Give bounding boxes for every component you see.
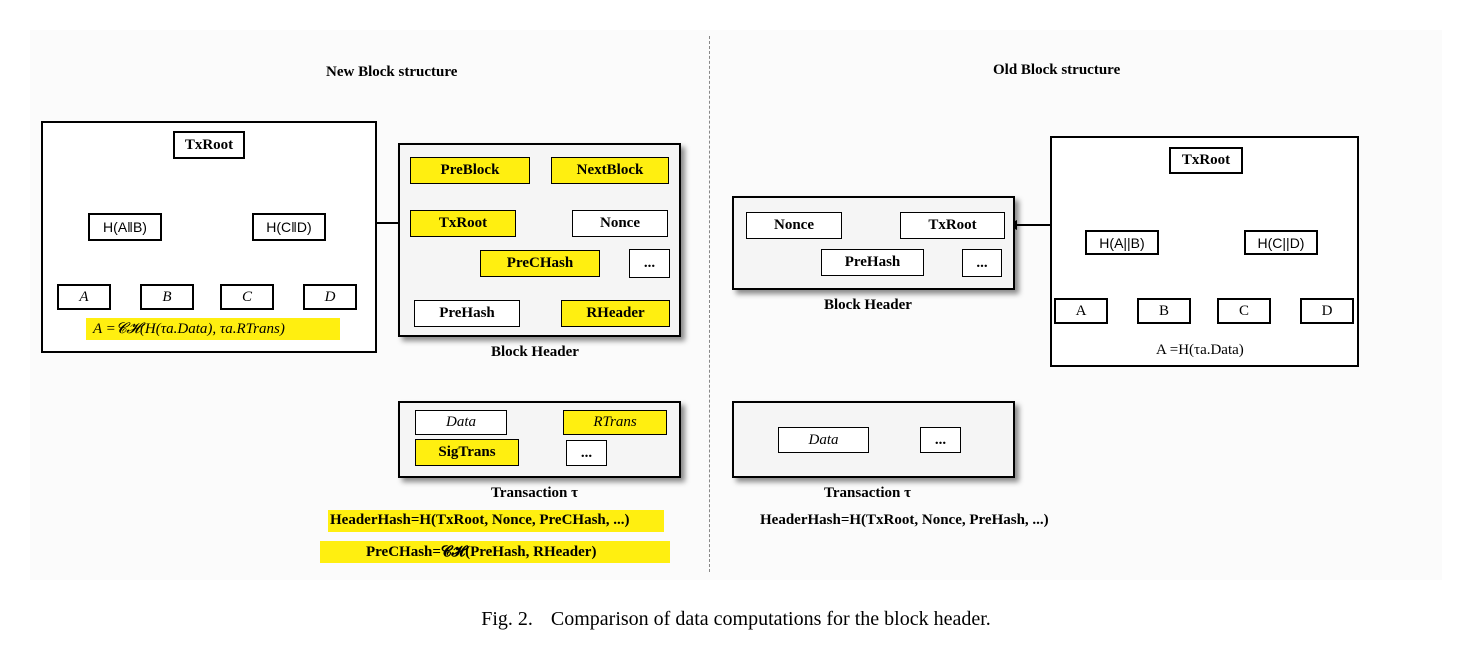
new-header-ellipsis: ...	[629, 249, 670, 278]
figure-number: Fig. 2.	[481, 608, 533, 630]
new-headerhash-formula: HeaderHash=H(TxRoot, Nonce, PreCHash, ..…	[330, 512, 630, 528]
new-header-preblock: PreBlock	[410, 157, 530, 184]
new-tree-leaf-c: C	[220, 284, 274, 310]
new-header-nextblock: NextBlock	[551, 157, 669, 184]
old-tree-leaf-a: A	[1054, 298, 1108, 324]
old-tree-root: TxRoot	[1169, 147, 1243, 174]
new-header-nonce: Nonce	[572, 210, 668, 237]
new-tree-root: TxRoot	[173, 131, 245, 159]
new-tree-formula: A =𝓒𝓗(H(τa.Data), τa.RTrans)	[93, 321, 285, 337]
new-transaction-label: Transaction τ	[491, 485, 579, 501]
old-tree-leaf-c: C	[1217, 298, 1271, 324]
new-tx-ellipsis: ...	[566, 440, 607, 466]
new-block-header-label: Block Header	[491, 344, 579, 360]
old-tree-leaf-d: D	[1300, 298, 1354, 324]
old-transaction-frame	[732, 401, 1015, 478]
new-tree-leaf-a: A	[57, 284, 111, 310]
new-tree-formula-highlight	[86, 318, 340, 340]
old-header-txroot: TxRoot	[900, 212, 1005, 239]
old-headerhash-formula: HeaderHash=H(TxRoot, Nonce, PreHash, ...…	[760, 512, 1049, 528]
new-tx-rtrans: RTrans	[563, 410, 667, 435]
old-header-prehash: PreHash	[821, 249, 924, 276]
new-header-prechash: PreCHash	[480, 250, 600, 277]
old-tree-leaf-b: B	[1137, 298, 1191, 324]
figure-caption: Fig. 2. Comparison of data computations f…	[0, 608, 1472, 631]
new-prechash-formula: PreCHash=𝓒𝓗(PreHash, RHeader)	[366, 544, 597, 560]
old-block-title: Old Block structure	[993, 62, 1121, 78]
old-tree-formula: A =H(τa.Data)	[1156, 342, 1244, 358]
new-tree-leaf-d: D	[303, 284, 357, 310]
old-transaction-label: Transaction τ	[824, 485, 912, 501]
old-tx-data: Data	[778, 427, 869, 453]
old-header-ellipsis: ...	[962, 249, 1002, 277]
old-header-nonce: Nonce	[746, 212, 842, 239]
new-header-rheader: RHeader	[561, 300, 670, 327]
new-tx-sigtrans: SigTrans	[415, 439, 519, 466]
new-tree-h-left: H(A‖B)	[88, 213, 162, 241]
new-tx-data: Data	[415, 410, 507, 435]
old-tree-h-right: H(C||D)	[1244, 230, 1318, 255]
old-block-header-label: Block Header	[824, 297, 912, 313]
new-headerhash-highlight	[328, 510, 664, 532]
old-tree-h-left: H(A||B)	[1085, 230, 1159, 255]
new-block-title: New Block structure	[326, 64, 458, 80]
new-header-prehash: PreHash	[414, 300, 520, 327]
new-prechash-highlight	[320, 541, 670, 563]
new-tree-leaf-b: B	[140, 284, 194, 310]
new-header-txroot: TxRoot	[410, 210, 516, 237]
figure-caption-text: Comparison of data computations for the …	[550, 608, 991, 630]
new-tree-h-right: H(C‖D)	[252, 213, 326, 241]
old-tx-ellipsis: ...	[920, 427, 961, 453]
section-divider	[709, 36, 710, 572]
